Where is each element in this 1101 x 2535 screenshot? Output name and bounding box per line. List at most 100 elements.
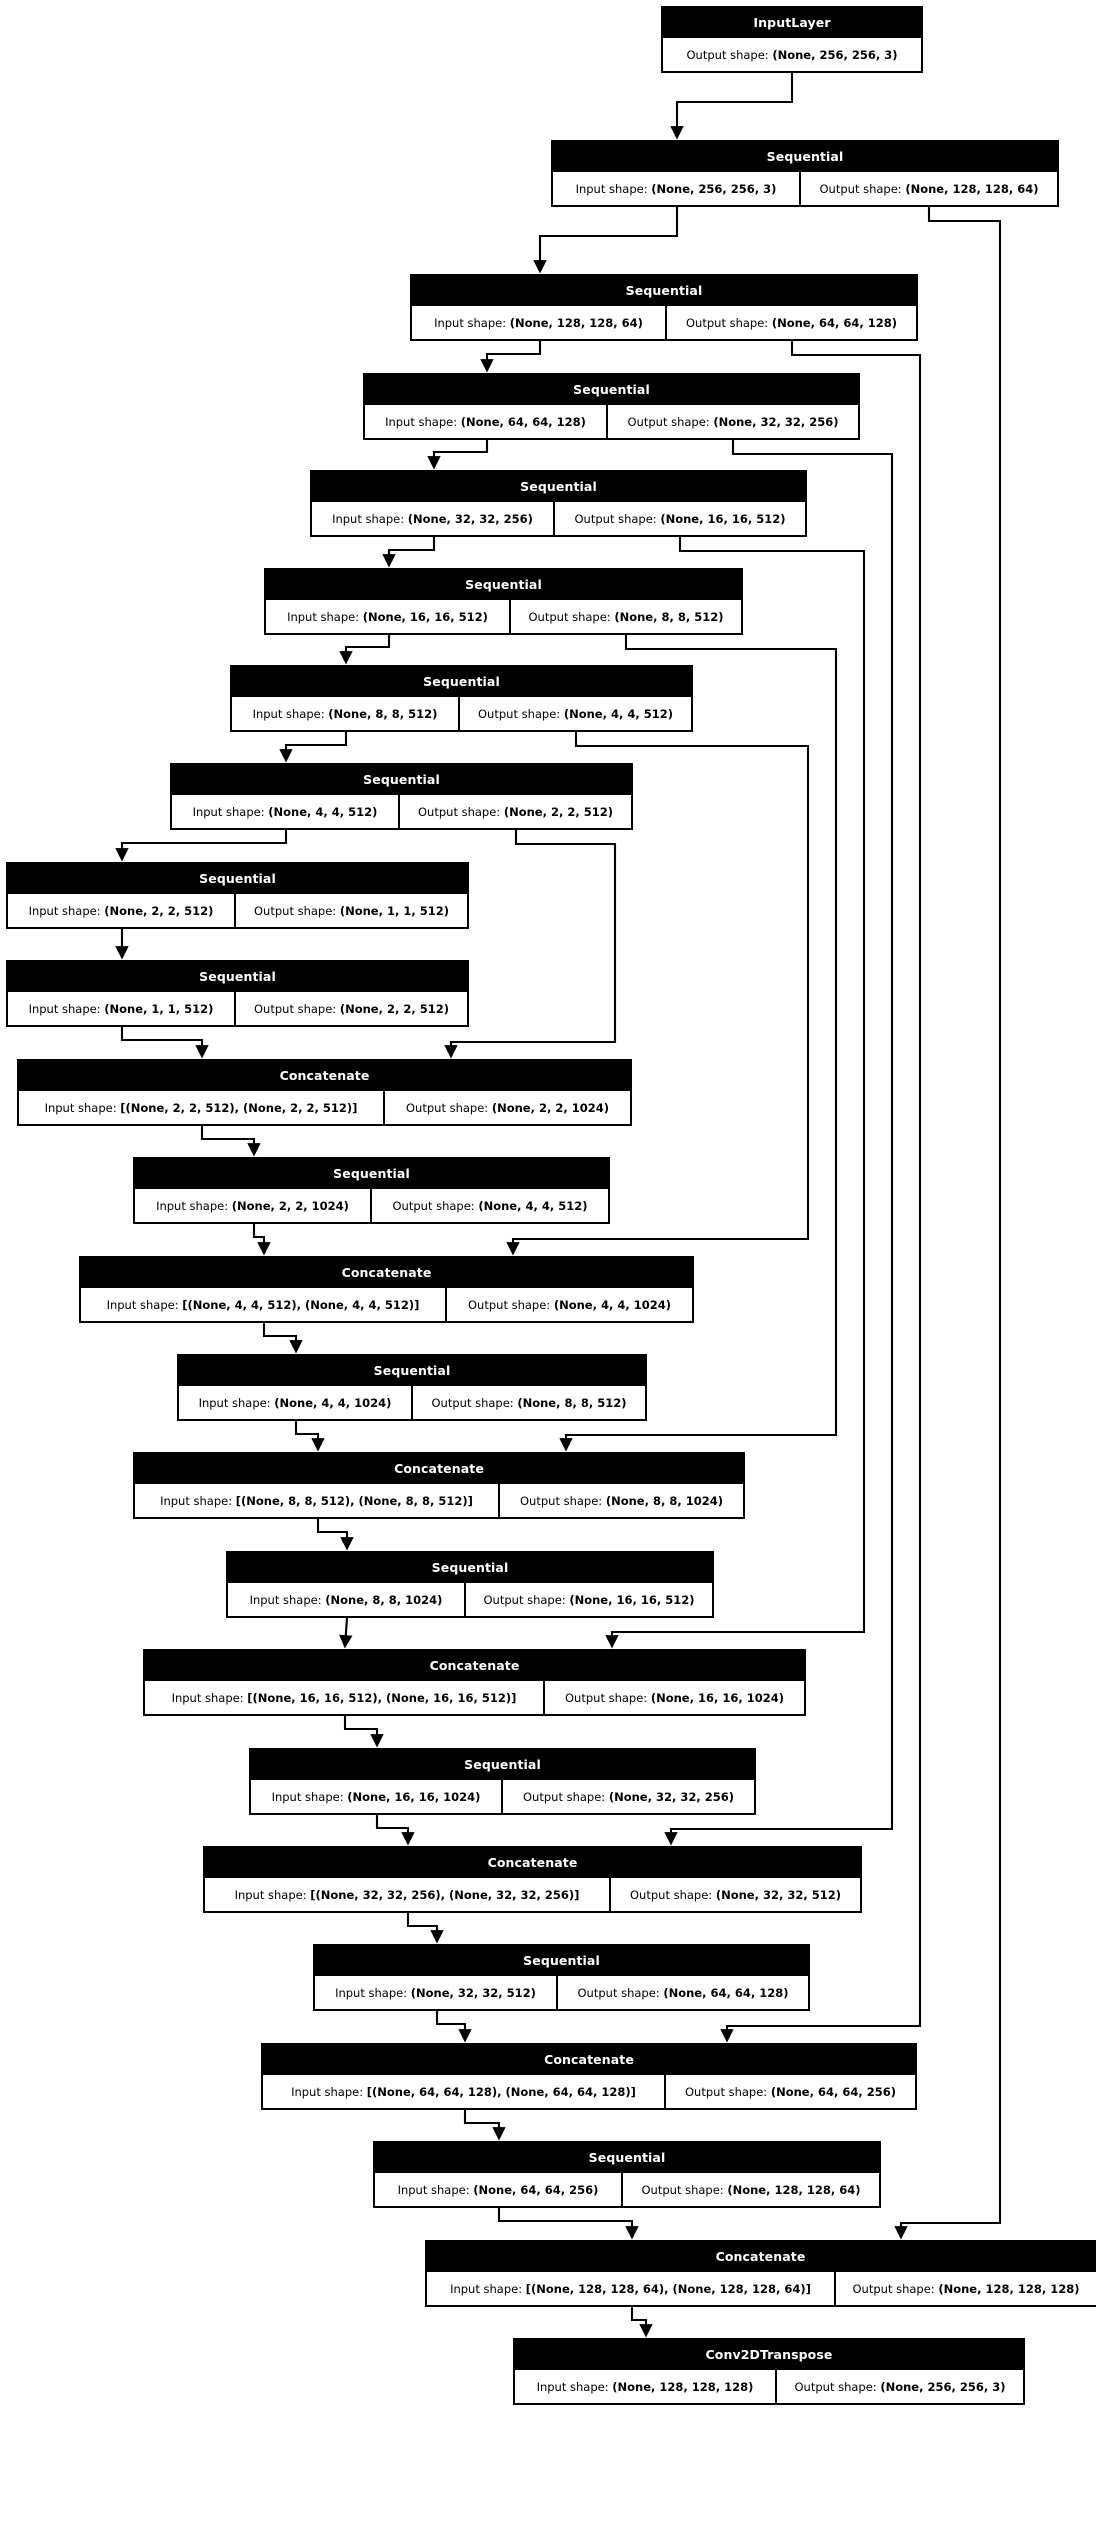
edge-cat6-to-dec7 bbox=[463, 2110, 506, 2141]
node-shape-row: Output shape: (None, 256, 256, 3) bbox=[663, 38, 921, 71]
output-shape-prefix: Output shape: bbox=[392, 1198, 479, 1213]
node-input-shape: Input shape: (None, 64, 64, 256) bbox=[375, 2173, 623, 2206]
node-type-label: Concatenate bbox=[145, 1651, 804, 1681]
input-shape-value: (None, 32, 32, 512) bbox=[410, 1985, 536, 2000]
node-output-shape: Output shape: (None, 64, 64, 128) bbox=[667, 306, 916, 339]
node-type-label: Concatenate bbox=[135, 1454, 743, 1484]
node-shape-row: Input shape: [(None, 128, 128, 64), (Non… bbox=[427, 2272, 1096, 2305]
edge-dec6-to-cat6 bbox=[435, 2011, 472, 2043]
edge-enc7-to-enc8 bbox=[115, 830, 288, 862]
node-type-label: Sequential bbox=[8, 864, 467, 894]
input-shape-prefix: Input shape: bbox=[156, 1198, 232, 1213]
output-shape-value: (None, 8, 8, 512) bbox=[614, 609, 724, 624]
node-type-label: Sequential bbox=[228, 1553, 712, 1583]
input-shape-prefix: Input shape: bbox=[271, 1789, 348, 1804]
node-output-shape: Output shape: (None, 32, 32, 256) bbox=[503, 1780, 754, 1813]
input-shape-value: [(None, 32, 32, 256), (None, 32, 32, 256… bbox=[310, 1887, 580, 1902]
node-shape-row: Input shape: (None, 16, 16, 512) Output s… bbox=[266, 600, 741, 633]
edge-dec2-to-cat2 bbox=[252, 1224, 271, 1256]
node-output-shape: Output shape: (None, 256, 256, 3) bbox=[777, 2370, 1023, 2403]
node-type-label: Concatenate bbox=[263, 2045, 915, 2075]
input-shape-value: (None, 64, 64, 256) bbox=[473, 2182, 599, 2197]
input-shape-prefix: Input shape: bbox=[28, 903, 105, 918]
node-input-shape: Input shape: [(None, 128, 128, 64), (Non… bbox=[427, 2272, 836, 2305]
node-input-shape: Input shape: [(None, 64, 64, 128), (None… bbox=[263, 2075, 666, 2108]
input-shape-prefix: Input shape: bbox=[106, 1297, 183, 1312]
output-shape-value: (None, 4, 4, 512) bbox=[478, 1198, 588, 1213]
node-type-label: Sequential bbox=[365, 375, 858, 405]
node-type-label: Concatenate bbox=[19, 1061, 630, 1091]
output-shape-prefix: Output shape: bbox=[483, 1592, 570, 1607]
input-shape-prefix: Input shape: bbox=[287, 609, 363, 624]
output-shape-prefix: Output shape: bbox=[641, 2182, 728, 2197]
input-shape-prefix: Input shape: bbox=[291, 2084, 367, 2099]
output-shape-value: (None, 2, 2, 1024) bbox=[491, 1100, 609, 1115]
node-input-shape: Input shape: (None, 256, 256, 3) bbox=[553, 172, 801, 205]
node-output-shape: Output shape: (None, 8, 8, 1024) bbox=[500, 1484, 743, 1517]
input-shape-prefix: Input shape: bbox=[335, 1985, 411, 2000]
edge-enc5-to-enc6 bbox=[339, 635, 391, 665]
node-type-label: Sequential bbox=[375, 2143, 879, 2173]
node-input-shape: Input shape: (None, 4, 4, 512) bbox=[172, 795, 400, 828]
input-shape-prefix: Input shape: bbox=[28, 1001, 105, 1016]
node-input-shape: Input shape: [(None, 2, 2, 512), (None, … bbox=[19, 1091, 385, 1124]
input-shape-prefix: Input shape: bbox=[575, 181, 652, 196]
output-shape-value: (None, 128, 128, 128) bbox=[938, 2281, 1080, 2296]
edge-cat5-to-dec6 bbox=[406, 1913, 444, 1944]
output-shape-value: (None, 32, 32, 256) bbox=[713, 414, 839, 429]
input-shape-value: (None, 32, 32, 256) bbox=[407, 511, 533, 526]
skip-edge-enc7-to-cat1 bbox=[444, 830, 617, 1059]
input-shape-prefix: Input shape: bbox=[249, 1592, 326, 1607]
node-shape-row: Input shape: (None, 128, 128, 64)Output … bbox=[412, 306, 916, 339]
node-input-shape: Input shape: [(None, 4, 4, 512), (None, … bbox=[81, 1288, 447, 1321]
output-shape-value: (None, 2, 2, 512) bbox=[339, 1001, 449, 1016]
output-shape-value: (None, 64, 64, 128) bbox=[771, 315, 897, 330]
node-type-label: Concatenate bbox=[81, 1258, 692, 1288]
node-output-shape: Output shape: (None, 4, 4, 512) bbox=[372, 1189, 608, 1222]
node-shape-row: Input shape: [(None, 32, 32, 256), (None… bbox=[205, 1878, 860, 1911]
output-shape-value: (None, 8, 8, 512) bbox=[517, 1395, 627, 1410]
input-shape-value: (None, 16, 16, 512) bbox=[362, 609, 488, 624]
node-output-shape: Output shape: (None, 8, 8, 512) bbox=[511, 600, 741, 633]
output-shape-value: (None, 64, 64, 128) bbox=[663, 1985, 789, 2000]
node-type-label: Sequential bbox=[172, 765, 631, 795]
input-shape-value: (None, 1, 1, 512) bbox=[104, 1001, 214, 1016]
node-input-shape: Input shape: [(None, 32, 32, 256), (None… bbox=[205, 1878, 611, 1911]
node-shape-row: Input shape: (None, 16, 16, 1024)Output … bbox=[251, 1780, 754, 1813]
input-shape-value: (None, 4, 4, 512) bbox=[268, 804, 378, 819]
node-input-shape: Input shape: (None, 128, 128, 64) bbox=[412, 306, 667, 339]
edge-enc1-to-enc2 bbox=[533, 207, 679, 274]
output-shape-prefix: Output shape: bbox=[406, 1100, 492, 1115]
input-shape-prefix: Input shape: bbox=[332, 511, 408, 526]
node-output-shape: Output shape: (None, 4, 4, 1024) bbox=[447, 1288, 692, 1321]
node-output-shape: Output shape: (None, 32, 32, 512) bbox=[611, 1878, 860, 1911]
input-shape-value: (None, 256, 256, 3) bbox=[651, 181, 777, 196]
node-type-label: Sequential bbox=[266, 570, 741, 600]
node-shape-row: Input shape: (None, 32, 32, 256)Output s… bbox=[312, 502, 805, 535]
output-shape-prefix: Output shape: bbox=[431, 1395, 518, 1410]
